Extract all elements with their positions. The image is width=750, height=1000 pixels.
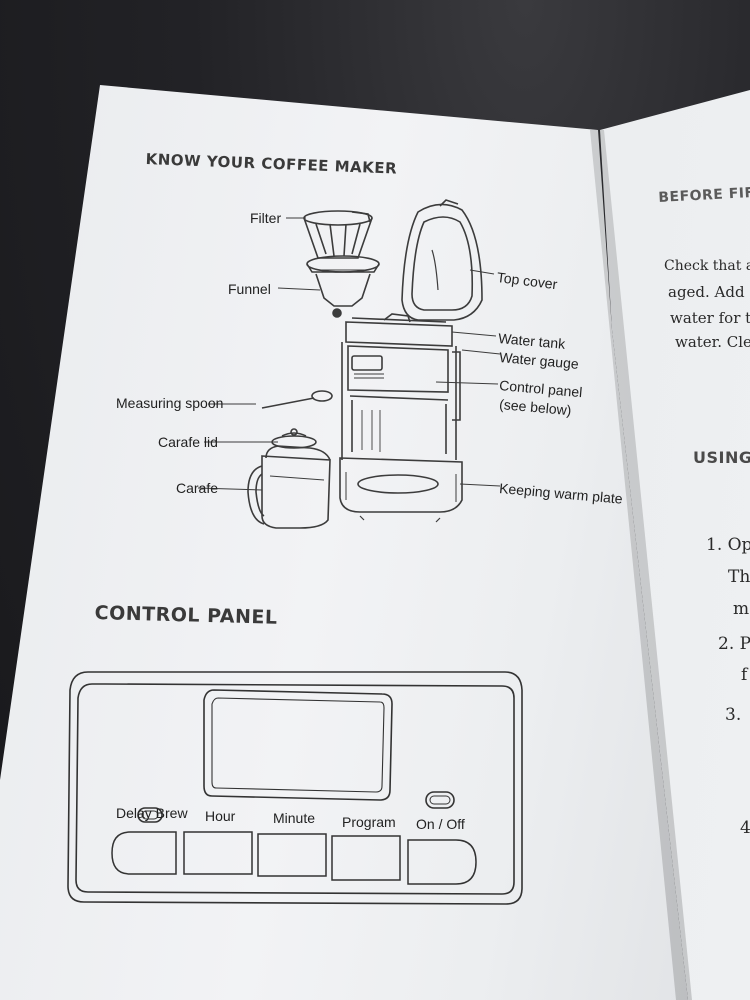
step-2-line-2: f xyxy=(741,665,748,685)
panel-label-minute: Minute xyxy=(273,810,316,826)
step-1-line-2: Th xyxy=(728,567,750,587)
panel-label-program: Program xyxy=(342,814,396,830)
right-line-3: water for t xyxy=(670,309,750,327)
carafe-illustration xyxy=(247,428,331,529)
measuring-spoon-illustration xyxy=(261,390,333,409)
delay-brew-button xyxy=(111,831,177,875)
step-1-line-3: m xyxy=(733,599,750,619)
label-filter: Filter xyxy=(250,210,282,226)
machine-illustration xyxy=(339,199,483,523)
label-measuring-spoon: Measuring spoon xyxy=(116,395,224,411)
step-1: 1. Op xyxy=(706,535,750,555)
step-2: 2. P xyxy=(718,634,750,654)
right-line-4: water. Cle xyxy=(675,333,750,351)
on-off-button xyxy=(407,839,477,885)
minute-button xyxy=(257,833,327,877)
right-line-1: Check that a xyxy=(664,258,750,274)
heading-using: USING xyxy=(693,448,750,467)
step-4: 4 xyxy=(740,818,750,838)
right-line-2: aged. Add xyxy=(668,283,745,301)
panel-label-hour: Hour xyxy=(205,808,236,824)
label-carafe: Carafe xyxy=(176,480,219,496)
label-funnel: Funnel xyxy=(228,281,271,297)
step-3: 3. xyxy=(725,705,742,725)
hour-button xyxy=(183,831,253,875)
panel-label-delay-brew: Delay Brew xyxy=(116,805,188,821)
label-carafe-lid: Carafe lid xyxy=(158,434,218,450)
funnel-illustration xyxy=(306,255,380,318)
delay-brew-indicator-icon xyxy=(137,807,163,823)
leader-lines xyxy=(197,217,501,491)
program-button xyxy=(331,835,401,881)
on-off-indicator-icon xyxy=(425,791,455,809)
panel-label-on-off: On / Off xyxy=(416,816,465,832)
